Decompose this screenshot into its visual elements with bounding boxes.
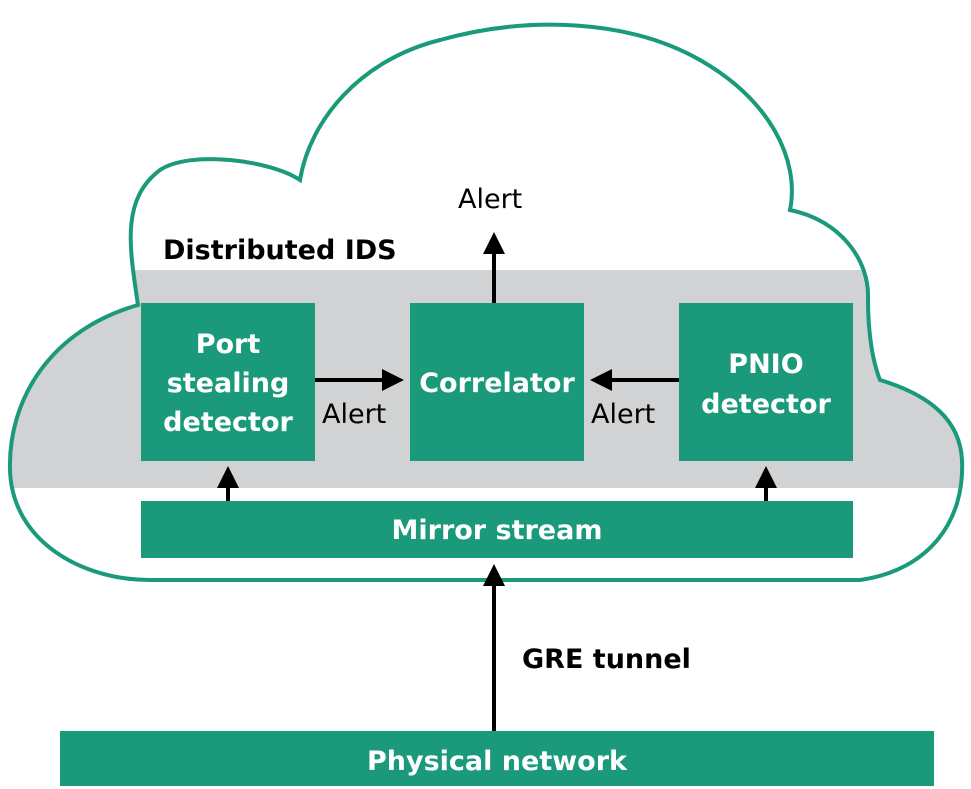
- pnio-detector-node: PNIO detector: [679, 303, 853, 461]
- port-stealing-label-line1: Port: [196, 329, 261, 360]
- physical-network-bar: [60, 731, 934, 786]
- correlator-box: [410, 303, 584, 461]
- arrows: [217, 232, 777, 731]
- mirror-stream-label: Mirror stream: [392, 515, 603, 546]
- mirror-stream-bar: [141, 501, 853, 558]
- correlator-node: Correlator: [410, 303, 584, 461]
- edge-label-correlator-alert: Alert: [458, 184, 522, 215]
- mirror-stream-node: Mirror stream: [141, 501, 853, 558]
- physical-network-label: Physical network: [367, 746, 628, 777]
- edge-label-port-alert: Alert: [322, 399, 386, 430]
- port-stealing-label-line3: detector: [163, 407, 293, 438]
- correlator-label: Correlator: [419, 368, 575, 399]
- edge-label-pnio-alert: Alert: [591, 399, 655, 430]
- cloud-outline: [7, 22, 965, 582]
- pnio-label-line2: detector: [701, 389, 831, 420]
- edge-label-gre-tunnel: GRE tunnel: [522, 644, 691, 675]
- physical-network-node: Physical network: [60, 731, 934, 786]
- cloud-title: Distributed IDS: [163, 235, 397, 266]
- pnio-label-line1: PNIO: [728, 349, 803, 380]
- pnio-detector-box: [679, 303, 853, 461]
- port-stealing-detector-node: Port stealing detector: [141, 303, 315, 461]
- port-stealing-detector-box: [141, 303, 315, 461]
- cloud-group: [7, 22, 965, 582]
- port-stealing-label-line2: stealing: [167, 368, 290, 399]
